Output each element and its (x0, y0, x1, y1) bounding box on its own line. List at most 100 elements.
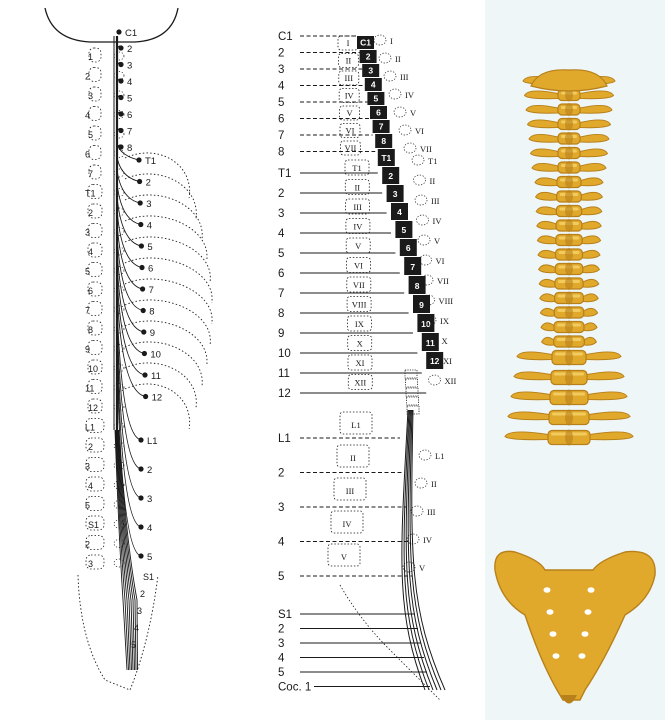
nerve-ganglion-dot (140, 286, 145, 291)
sacral-foramen (582, 631, 589, 637)
spinal-cord-segment-label: 9 (419, 300, 424, 310)
spinous-process (565, 248, 573, 261)
spinous-process (565, 350, 573, 366)
lateral-spine-segment-diagram: C12345678T123456789101112IIIIIIIVVVIVIIT… (270, 0, 485, 720)
transverse-process-right (580, 91, 614, 99)
spinous-process (565, 430, 573, 446)
spinous-process-outline (114, 52, 124, 60)
vertebra-outline (89, 146, 101, 160)
transverse-process-left (539, 279, 555, 287)
spinous-process-label: V (434, 236, 441, 246)
nerve-label: 9 (150, 328, 155, 339)
spinous-process-outline (419, 450, 431, 460)
conus-segment (407, 397, 419, 405)
nerve-root-label: 7 (278, 130, 284, 142)
nerve-ganglion-dot (118, 128, 123, 133)
nerve-ganglion-dot (118, 45, 123, 50)
vertebra-outline (88, 302, 102, 316)
conus-segment (406, 388, 418, 396)
spinal-cord-segment-label: 4 (397, 207, 402, 217)
transverse-process-right (583, 265, 600, 273)
nerve-root-label: 8 (278, 308, 284, 320)
vertebral-body-label: II (350, 453, 356, 463)
nerve-label: 7 (127, 127, 132, 138)
spinous-process-label: XII (445, 376, 457, 386)
spinous-process (565, 234, 573, 247)
spinal-cord-segment-label: 2 (366, 52, 371, 62)
spinal-cord-segment-label: 4 (371, 80, 376, 90)
rib-outline (125, 321, 207, 366)
transverse-process-right (587, 372, 624, 380)
sacral-foramen (579, 653, 586, 659)
spinal-cord-segment-label: T1 (381, 153, 391, 163)
spinous-process-label: VI (415, 126, 424, 136)
transverse-process-left (540, 308, 554, 316)
rib-outline (125, 237, 210, 282)
transverse-process-left (536, 207, 556, 215)
spinous-process-label: VI (436, 256, 445, 266)
vertebra-label: 2 (85, 72, 90, 82)
transverse-process-right (582, 236, 600, 244)
nerve-label: 6 (148, 264, 153, 275)
spinal-cord-segment-label: 3 (368, 66, 373, 76)
vertebra-label: 3 (85, 462, 90, 472)
transverse-process-right (590, 432, 633, 440)
spinal-cord-segment-label: 7 (410, 262, 415, 272)
spinous-process-label: V (419, 563, 426, 573)
nerve-ganglion-dot (139, 265, 144, 270)
vertebra-outline (89, 68, 101, 82)
vertebra-label: 9 (85, 345, 90, 355)
nerve-root-label: T1 (278, 168, 291, 180)
transverse-process-right (584, 323, 597, 331)
vertebral-body-label: II (354, 182, 360, 192)
spinous-process (565, 176, 573, 189)
spinous-process (565, 190, 573, 203)
transverse-process-right (580, 149, 608, 157)
vertebra-label: 4 (88, 247, 93, 257)
nerve-label: 3 (127, 61, 132, 72)
spine-anatomy-illustration (485, 0, 665, 720)
vertebra-label: 2 (85, 540, 90, 550)
vertebra-label: 2 (88, 442, 93, 452)
spinous-process (565, 205, 573, 218)
transverse-process-left (511, 392, 550, 400)
nerve-root-label: 4 (278, 81, 285, 93)
vertebra-label: 11 (85, 384, 94, 394)
vertebra-label: 12 (88, 403, 98, 413)
spinal-cord-segment-label: 7 (379, 122, 384, 132)
sacral-nerve-label: S1 (143, 572, 154, 582)
conus-segment (405, 370, 417, 378)
transverse-process-right (583, 294, 598, 302)
sacral-foramen (588, 587, 595, 593)
rib-outline (125, 153, 190, 198)
vertebral-body-label: IV (345, 91, 355, 101)
nerve-root-label: 9 (278, 328, 284, 340)
sacral-nerve-label: 3 (137, 606, 142, 616)
nerve-root-label: Coc. 1 (278, 682, 311, 694)
spinous-process (565, 277, 573, 290)
spinous-process-label: II (430, 176, 436, 186)
spinous-process-outline (415, 478, 427, 488)
transverse-process-right (580, 120, 611, 128)
spinous-process-label: II (395, 54, 401, 64)
nerve-label: 4 (147, 523, 152, 534)
nerve-ganglion-dot (138, 524, 143, 529)
transverse-process-right (584, 337, 596, 345)
vertebra-label: 6 (88, 286, 93, 296)
nerve-root-label: 2 (278, 468, 284, 480)
sacrum-outline (340, 585, 440, 700)
nerve-root-label: 3 (278, 64, 284, 76)
vertebral-body-label: IX (355, 319, 364, 329)
spinous-process-label: III (400, 72, 409, 82)
vertebra-outline (88, 341, 102, 355)
nerve-ganglion-dot (142, 351, 147, 356)
nerve-label: 5 (147, 242, 152, 253)
spinous-process-label: IV (405, 90, 415, 100)
nerve-ganglion-dot (141, 329, 146, 334)
spinous-process-outline (420, 255, 432, 265)
vertebral-body-label: V (355, 241, 362, 251)
nerve-ganglion-dot (118, 95, 123, 100)
vertebra-label: 8 (88, 325, 93, 335)
nerve-root-label: 6 (278, 268, 284, 280)
transverse-process-right (581, 192, 602, 200)
